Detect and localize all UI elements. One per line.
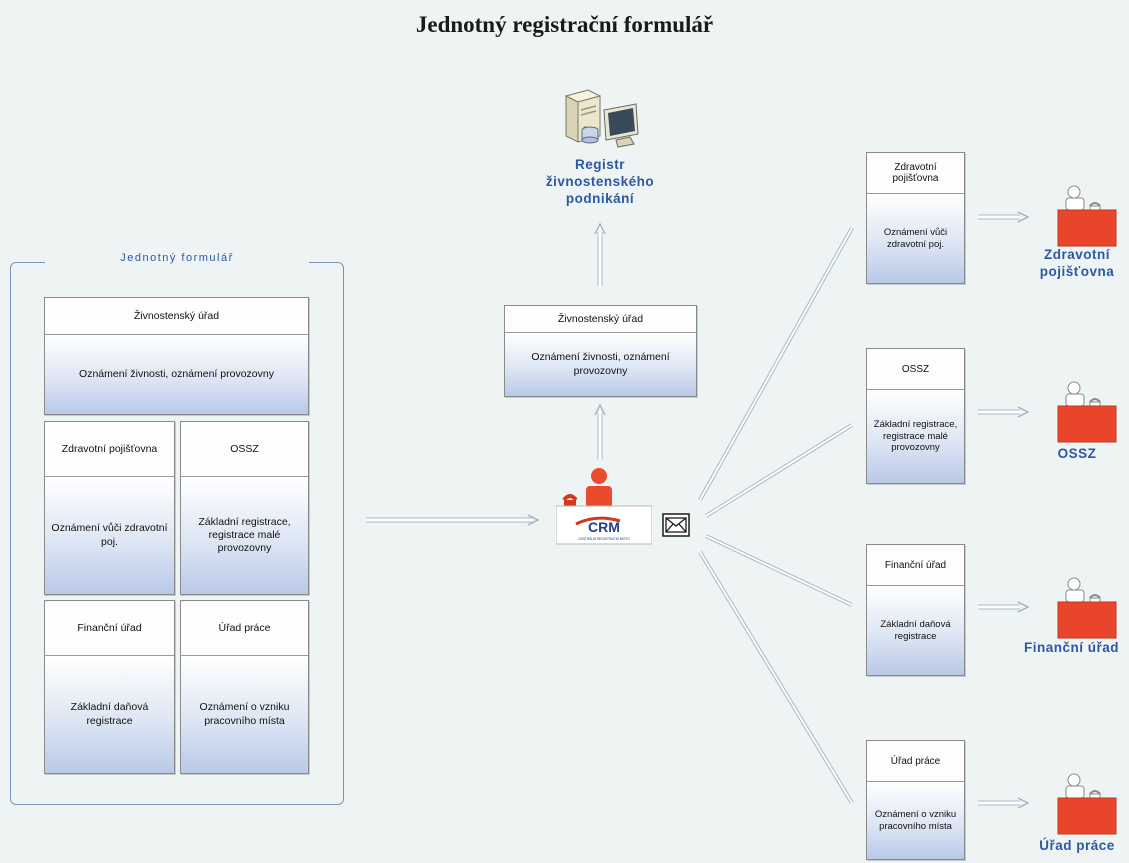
arrow-crm-to-ossz (704, 423, 854, 518)
form-card-ossz: OSSZ Základní registrace, registrace mal… (180, 421, 309, 595)
form-card-labour-office: Úřad práce Oznámení o vzniku pracovního … (180, 600, 309, 774)
arrow-trade-office-to-registry (594, 222, 606, 286)
arrow-crm-to-labour-office (698, 550, 854, 805)
card-header: Živnostenský úřad (505, 306, 696, 333)
card-header: Úřad práce (181, 601, 308, 656)
center-card-trade-office: Živnostenský úřad Oznámení živnosti, ozn… (504, 305, 697, 397)
right-card-tax-office: Finanční úřad Základní daňová registrace (866, 544, 965, 676)
card-header: Zdravotní pojišťovna (45, 422, 174, 477)
envelope-icon (662, 513, 690, 537)
card-body: Oznámení vůči zdravotní poj. (867, 194, 964, 283)
card-body: Základní daňová registrace (45, 656, 174, 773)
card-body: Oznámení živnosti, oznámení provozovny (505, 333, 696, 396)
form-card-trade-office: Živnostenský úřad Oznámení živnosti, ozn… (44, 297, 309, 415)
arrow-card-to-office-2 (978, 406, 1030, 418)
card-header: OSSZ (181, 422, 308, 477)
right-card-ossz: OSSZ Základní registrace, registrace mal… (866, 348, 965, 484)
form-card-tax-office: Finanční úřad Základní daňová registrace (44, 600, 175, 774)
card-header: Finanční úřad (45, 601, 174, 656)
arrow-crm-to-health-insurer (698, 227, 854, 501)
card-body: Základní daňová registrace (867, 586, 964, 675)
crm-sub-text: CENTRÁLNÍ REGISTRAČNÍ MÍSTO (578, 536, 630, 541)
card-body: Základní registrace, registrace malé pro… (181, 477, 308, 594)
office-label-labour-office: Úřad práce (1039, 838, 1115, 853)
card-body: Oznámení vůči zdravotní poj. (45, 477, 174, 594)
office-label-ossz: OSSZ (1057, 446, 1097, 461)
card-header: Finanční úřad (867, 545, 964, 586)
card-header: OSSZ (867, 349, 964, 390)
card-header: Úřad práce (867, 741, 964, 782)
office-label-health-insurer: Zdravotní pojišťovna (1039, 247, 1115, 279)
diagram-title: Jednotný registrační formulář (415, 12, 714, 37)
telephone-icon (1089, 790, 1101, 799)
arrow-card-to-office-3 (978, 601, 1030, 613)
server-computer-icon (564, 89, 639, 148)
form-card-health-insurer: Zdravotní pojišťovna Oznámení vůči zdrav… (44, 421, 175, 595)
card-header: Zdravotní pojišťovna (867, 153, 964, 194)
clerk-at-desk-icon (1057, 577, 1117, 639)
right-card-labour-office: Úřad práce Oznámení o vzniku pracovního … (866, 740, 965, 860)
right-card-health-insurer: Zdravotní pojišťovna Oznámení vůči zdrav… (866, 152, 965, 284)
card-body: Základní registrace, registrace malé pro… (867, 390, 964, 483)
clerk-at-desk-icon (1057, 773, 1117, 835)
arrow-crm-to-trade-office (594, 403, 606, 460)
clerk-at-desk-icon (1057, 381, 1117, 443)
arrow-card-to-office-1 (978, 211, 1030, 223)
clerk-at-desk-icon (1057, 185, 1117, 247)
card-body: Oznámení o vzniku pracovního místa (181, 656, 308, 773)
unified-form-title: Jednotný formulář (45, 252, 309, 264)
crm-logo-text: CRM (588, 519, 620, 535)
card-body: Oznámení živnosti, oznámení provozovny (45, 335, 308, 414)
arrow-card-to-office-4 (978, 797, 1030, 809)
card-body: Oznámení o vzniku pracovního místa (867, 782, 964, 859)
registry-label: Registr živnostenského podnikání (545, 157, 655, 206)
card-header: Živnostenský úřad (45, 298, 308, 335)
telephone-icon (1089, 202, 1101, 211)
arrow-form-to-crm (366, 514, 540, 526)
clerk-at-desk-icon: CRM CENTRÁLNÍ REGISTRAČNÍ MÍSTO (556, 468, 652, 545)
arrow-crm-to-tax-office (705, 534, 853, 607)
telephone-icon (1089, 398, 1101, 407)
telephone-icon (1089, 594, 1101, 603)
office-label-tax-office: Finanční úřad (1023, 640, 1119, 655)
